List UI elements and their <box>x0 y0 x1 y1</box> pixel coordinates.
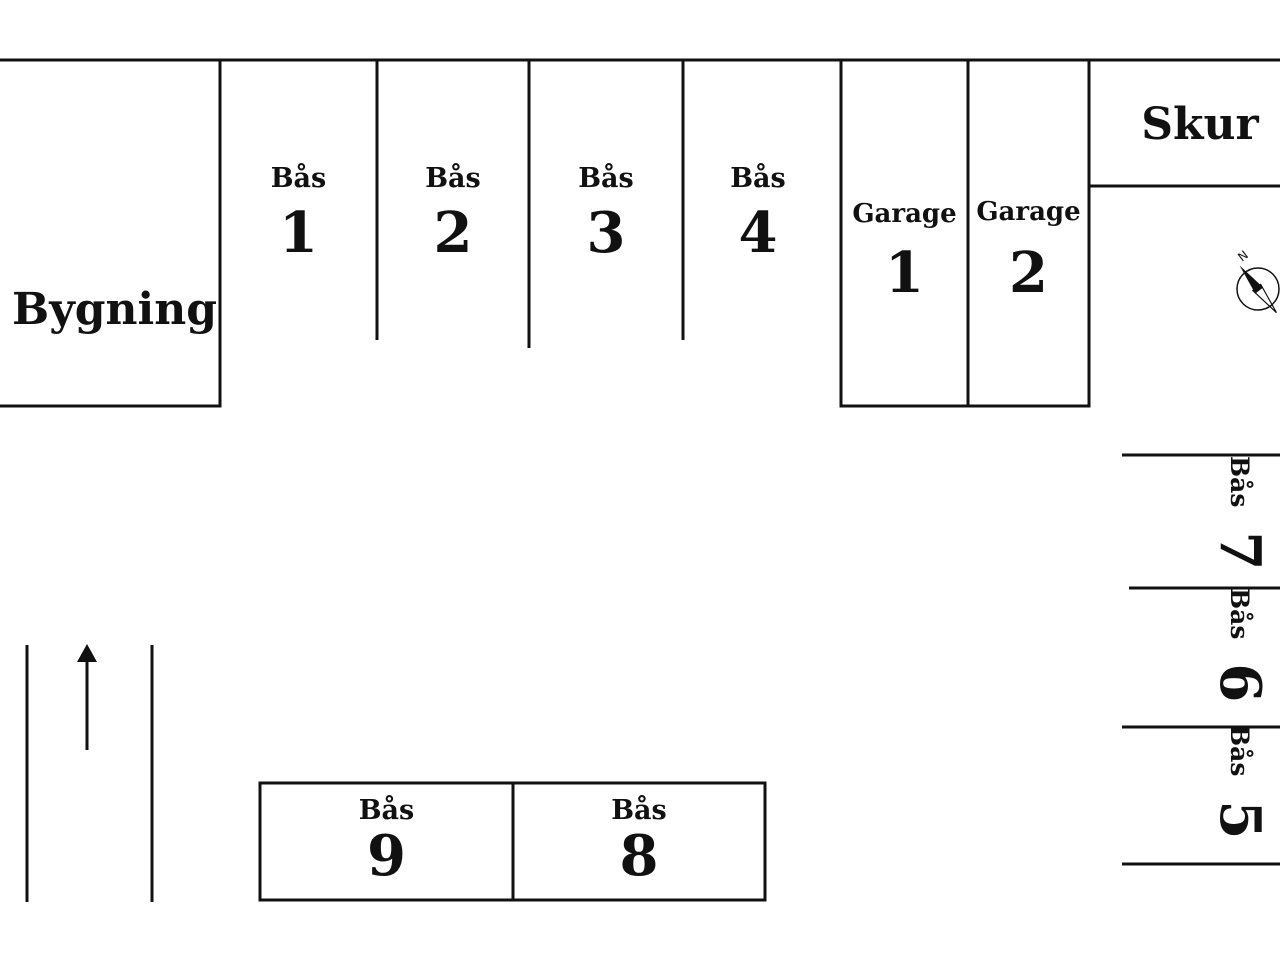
shed-outline <box>1087 60 1280 188</box>
garage-2-word: Garage <box>976 197 1081 227</box>
shed-label: Skur <box>1141 99 1259 150</box>
stall-6-label: Bås 6 <box>1207 588 1273 728</box>
stall-5-word: Bås <box>1225 725 1255 777</box>
stall-6-word: Bås <box>1225 588 1255 640</box>
stall-7-number: 7 <box>1207 531 1273 571</box>
stall-1-word: Bås <box>270 163 327 194</box>
stall-3-number: 3 <box>586 200 626 266</box>
garage-2-outline <box>966 58 1091 408</box>
stall-4-number: 4 <box>738 200 778 266</box>
stall-7-word: Bås <box>1225 456 1255 508</box>
stall-6-number: 6 <box>1207 663 1273 703</box>
stall-8-number: 8 <box>619 823 659 889</box>
garage-1-number: 1 <box>885 240 924 306</box>
stall-1-number: 1 <box>279 200 318 266</box>
building-outline <box>0 60 222 408</box>
stall-2-word: Bås <box>425 163 481 194</box>
stall-5-number: 5 <box>1207 800 1273 840</box>
stall-7-label: Bås 7 <box>1207 456 1273 596</box>
garage-1-word: Garage <box>852 199 957 229</box>
building-label: Bygning <box>12 284 217 335</box>
stall-9-word: Bås <box>358 795 415 826</box>
garage-1-outline <box>839 58 970 408</box>
stall-2-number: 2 <box>433 200 473 266</box>
stall-4-word: Bås <box>730 163 786 194</box>
compass-north-letter: N <box>1235 248 1251 265</box>
garage-2-number: 2 <box>1009 240 1048 306</box>
stall-8-outline <box>511 781 767 902</box>
stall-3-word: Bås <box>578 163 634 194</box>
compass-icon: N <box>1235 248 1280 314</box>
stall-9-number: 9 <box>367 823 406 889</box>
stall-8-word: Bås <box>611 795 667 826</box>
direction-arrow-icon <box>77 644 97 662</box>
stall-5-label: Bås 5 <box>1207 725 1273 865</box>
